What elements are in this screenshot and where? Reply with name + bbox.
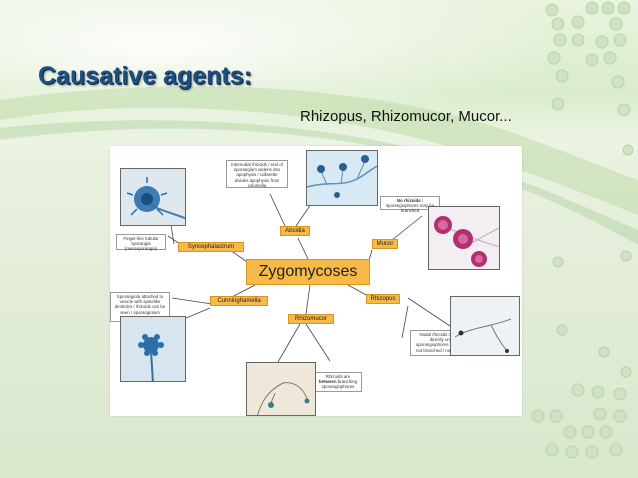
- decorative-dot-grid: [531, 1, 634, 459]
- mucor-note: No rhizoids / sporangiophores may be bra…: [380, 196, 440, 214]
- absidia-note: Internodal rhizoids / end of sporangium …: [226, 160, 288, 188]
- absidia-node: Absidia: [280, 226, 310, 236]
- syncephalastrum-node: Syncephalastrum: [178, 242, 244, 252]
- slide-title: Causative agents:: [38, 62, 252, 90]
- header-band: [0, 0, 638, 150]
- connector-lines: [167, 190, 451, 363]
- mucor-note-bold: No rhizoids: [396, 198, 421, 203]
- mucor-node: Mucor: [372, 239, 398, 249]
- rhizopus-node: Rhizopus: [366, 294, 400, 304]
- rhizomucor-node: Rhizomucor: [288, 314, 334, 324]
- zygomycoses-diagram: Zygomycoses Absidia Mucor Rhizopus Rhizo…: [110, 146, 522, 416]
- slide-subtitle: Rhizopus, Rhizomucor, Mucor...: [300, 108, 512, 125]
- cunninghamella-micrograph: [120, 316, 186, 382]
- rhizomucor-micrograph: [246, 362, 316, 416]
- absidia-micrograph: [306, 150, 378, 206]
- mucor-note-text: / sporangiophores may be branched: [385, 198, 435, 214]
- cunninghamella-node: Cunninghamella: [210, 296, 268, 306]
- rhizopus-micrograph: [450, 296, 520, 356]
- rhizomucor-note-post: branching sporangiophores: [321, 379, 358, 390]
- rhizomucor-note: Rhizoids are between branching sporangio…: [314, 372, 362, 392]
- rhizomucor-note-pre: Rhizoids are: [325, 374, 351, 379]
- mucor-micrograph: [428, 206, 500, 270]
- zygomycoses-central-node: Zygomycoses: [246, 259, 370, 285]
- syncephalastrum-note: Finger-like tubular sporangia (merospora…: [116, 234, 166, 251]
- syncephalastrum-micrograph: [120, 168, 186, 226]
- rhizomucor-note-bold: between: [318, 379, 337, 385]
